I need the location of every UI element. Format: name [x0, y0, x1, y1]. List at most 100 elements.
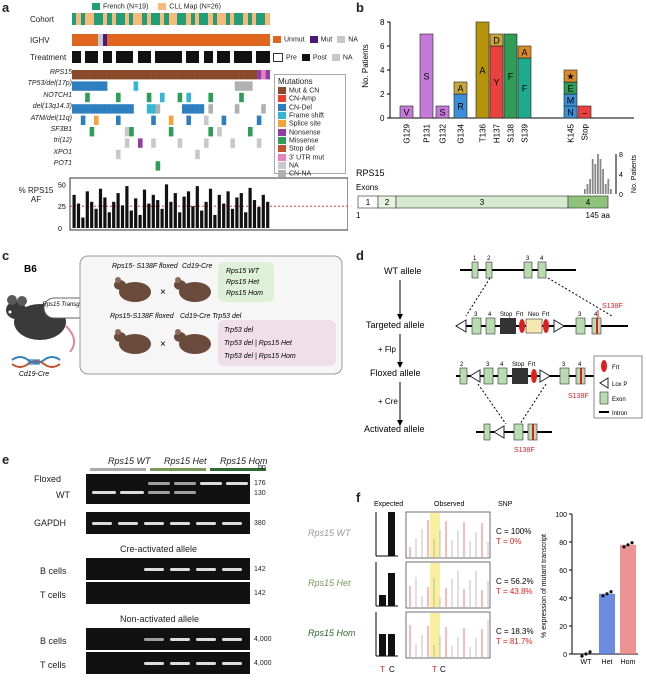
cohort-row-cell [133, 13, 138, 25]
mutation-swatch [278, 145, 286, 153]
af-bar [261, 194, 265, 228]
mutation-legend-label: CN-NA [289, 170, 312, 178]
af-bar [266, 201, 270, 228]
allele-floxed: Floxed allele [370, 368, 421, 378]
f-genotype-label: Rps15 Het [308, 578, 351, 588]
b-position-hist-bar [602, 169, 604, 194]
f-bar-y-tick-label: 40 [559, 596, 567, 603]
treat-row-cell [133, 51, 138, 63]
f-snp-c: C = 18.3% [496, 627, 534, 636]
genotype2-1: Trp53 del | Rps15 Het [224, 340, 293, 347]
f-bar-y-tick-label: 20 [559, 624, 567, 631]
gel-non-t-cells [86, 652, 250, 674]
ighv-row-cell [159, 34, 165, 46]
oncoprint-cell [226, 70, 231, 80]
b-exon-number: 1 [366, 198, 371, 207]
genotype-header-wt: Rps15 WT [108, 456, 151, 466]
ighv-row-cell [89, 34, 94, 46]
oncoprint-cell [208, 104, 213, 114]
oncoprint-cell [72, 81, 77, 91]
targeted-mutation: S138F [602, 303, 623, 310]
b-position-hist-bar [607, 179, 610, 194]
gene-label: XPO1 [53, 148, 72, 156]
gel-gapdh [86, 512, 250, 534]
treat-row-cell [76, 51, 81, 63]
ighv-legend-na: NA [348, 36, 358, 44]
b-y-tick-label: 2 [380, 90, 385, 99]
treat-row-cell [151, 51, 156, 63]
oncoprint-cell [155, 104, 161, 114]
ighv-row-cell [194, 34, 200, 46]
f-observed-c: C [440, 665, 446, 674]
mutation-swatch [278, 162, 286, 170]
oncoprint-cell [204, 70, 209, 80]
step-flp: + Flp [378, 345, 397, 354]
oncoprint-cell [146, 104, 152, 114]
af-bar [213, 214, 217, 228]
cohort-row-cell [137, 13, 143, 25]
oncoprint-cell [107, 104, 112, 114]
wt-exon-4: 4 [540, 256, 544, 262]
gene-label: SF3B1 [50, 125, 72, 133]
oncoprint-cell [248, 70, 253, 80]
oncoprint-cell [151, 104, 156, 114]
legend-loxp: Lox P [612, 382, 627, 388]
oncoprint-cell [265, 70, 270, 80]
f-chromatogram-frame [405, 511, 491, 559]
cre-activated-title: Cre-activated allele [120, 544, 198, 554]
floxed-exon-4b: 4 [578, 362, 582, 368]
treat-row-cell [98, 51, 103, 63]
wt-exon-1: 1 [473, 256, 477, 262]
cohort-row-cell [221, 13, 226, 25]
mouse-icon-3 [114, 329, 151, 354]
genotype-header-het: Rps15 Het [164, 456, 207, 466]
treat-row-cell [230, 51, 235, 63]
af-bar [90, 201, 94, 228]
oncoprint-cell [256, 115, 262, 125]
cohort-row-cell [129, 13, 134, 25]
genotype1-0: Rps15 WT [226, 268, 260, 275]
cohort-row-cell [159, 13, 165, 25]
b-exon-number: 4 [586, 198, 591, 207]
cohort-row-cell [98, 13, 103, 25]
b-x-tick-label: K145 [567, 123, 576, 142]
targeted-frt-2: Frt [542, 312, 550, 318]
gene-label: ATM/del(11q) [30, 114, 72, 122]
oncoprint-cell [80, 115, 86, 125]
treat-row-cell [111, 51, 116, 63]
gene-label: TP53/del(17p) [27, 80, 72, 88]
het-bar [150, 468, 206, 471]
oncoprint-cell [124, 138, 130, 148]
oncoprint-cell [85, 70, 90, 80]
treat-row-cell [208, 51, 213, 63]
oncoprint-cell [89, 104, 95, 114]
panel-d-label: d [356, 248, 364, 263]
b-gene-name: RPS15 [356, 168, 385, 178]
treat-row-cell [243, 51, 248, 63]
cohort-legend: French (N=19) CLL Map (N=26) [92, 3, 221, 11]
treatment-label: Treatment [30, 53, 67, 62]
oncoprint-cell [76, 81, 81, 91]
b-y-tick-label: 6 [380, 42, 385, 51]
af-bar [248, 187, 252, 228]
panel-c-label: c [2, 248, 10, 263]
b-bar-aa-label: A [521, 48, 527, 58]
cohort-row-cell [146, 13, 152, 25]
cohort-row-cell [72, 13, 77, 25]
oncoprint-cell [182, 70, 187, 80]
oncoprint-cell [98, 81, 103, 91]
mutation-legend-item: Nonsense [278, 128, 342, 137]
oncoprint-cell [221, 70, 227, 80]
af-bar [151, 194, 155, 228]
treat-row-cell [212, 51, 217, 63]
mouse-icon-1 [114, 277, 151, 302]
oncoprint-cell [186, 115, 191, 125]
oncoprint-cell [186, 92, 191, 103]
oncoprint-cell [116, 149, 121, 160]
f-bar-y-tick-label: 0 [563, 652, 567, 659]
b-bar-aa-label: V [403, 108, 409, 118]
af-tick-label: 0 [58, 226, 62, 232]
af-bar [72, 194, 76, 228]
gene-label: POT1 [53, 160, 72, 168]
cohort-row-cell [142, 13, 147, 25]
